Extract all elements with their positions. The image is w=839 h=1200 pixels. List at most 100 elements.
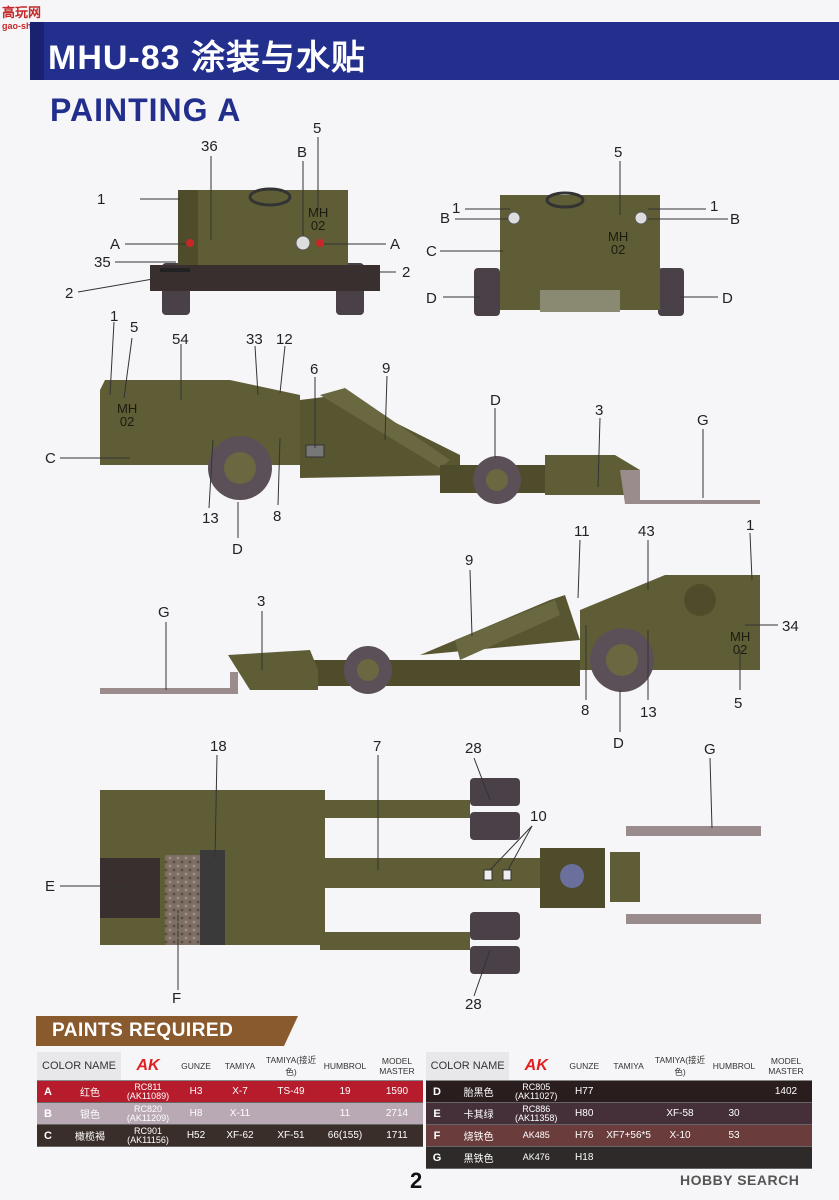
- callout-label: 43: [638, 523, 655, 540]
- paint-tamiya-near: XF-58: [652, 1102, 708, 1125]
- paint-tamiya: [605, 1146, 652, 1169]
- callout-label: G: [697, 412, 709, 429]
- col-tamiya: TAMIYA: [605, 1052, 652, 1081]
- callout-label: 1: [110, 308, 119, 325]
- paint-tamiya-near: [652, 1146, 708, 1169]
- callout-label: 5: [130, 319, 139, 336]
- callout-label: C: [45, 450, 56, 467]
- front-view: [440, 161, 728, 316]
- header-bar: [30, 22, 839, 80]
- paint-tamiya-near: TS-49: [263, 1080, 319, 1103]
- paint-table-right: COLOR NAME AK GUNZE TAMIYA TAMIYA(接近色) H…: [426, 1052, 812, 1169]
- callout-label: G: [158, 604, 170, 621]
- callout-label: F: [172, 990, 182, 1007]
- paint-name: 胎黑色: [448, 1080, 510, 1103]
- paint-key: E: [426, 1102, 448, 1125]
- paint-model-master: [760, 1124, 812, 1147]
- callout-label: B: [297, 144, 308, 161]
- callout-label: D: [722, 290, 733, 307]
- paint-key: D: [426, 1080, 448, 1103]
- callout-label: 13: [202, 510, 219, 527]
- paint-tamiya-near: X-10: [652, 1124, 708, 1147]
- paint-humbrol: 11: [319, 1102, 371, 1125]
- page-title: MHU-83 涂装与水贴: [48, 39, 367, 77]
- paints-required-heading: PAINTS REQUIRED: [52, 1020, 234, 1041]
- hobby-search-watermark: HOBBY SEARCH: [680, 1172, 800, 1188]
- callout-label: 33: [246, 331, 263, 348]
- paint-gunze: H3: [175, 1080, 217, 1103]
- col-tamiya: TAMIYA: [217, 1052, 263, 1081]
- paint-name: 红色: [59, 1080, 121, 1103]
- callout-label: D: [613, 735, 624, 752]
- paint-key: A: [37, 1080, 59, 1103]
- paint-model-master: [760, 1146, 812, 1169]
- callout-label: 8: [273, 508, 282, 525]
- paint-ak: AK476: [509, 1146, 564, 1169]
- paint-tamiya-near: [263, 1102, 319, 1125]
- paints-banner: [36, 1016, 298, 1046]
- callout-label: A: [390, 236, 401, 253]
- paint-gunze: H18: [563, 1146, 606, 1169]
- paint-tamiya: [605, 1080, 652, 1103]
- painting-section-title: PAINTING A: [50, 92, 242, 128]
- col-ak: AK: [509, 1052, 564, 1081]
- paint-gunze: H52: [175, 1124, 217, 1147]
- page-number: 2: [410, 1168, 423, 1193]
- callout-label: D: [232, 541, 243, 558]
- paint-table-header: COLOR NAME AK GUNZE TAMIYA TAMIYA(接近色) H…: [37, 1052, 423, 1081]
- callout-label: 12: [276, 331, 293, 348]
- paint-humbrol: 53: [708, 1124, 760, 1147]
- paint-humbrol: 66(155): [319, 1124, 371, 1147]
- callout-label: 13: [640, 704, 657, 721]
- paint-table-header: COLOR NAME AK GUNZE TAMIYA TAMIYA(接近色) H…: [426, 1052, 812, 1081]
- paint-gunze: H77: [563, 1080, 606, 1103]
- paint-name: 卡其绿: [448, 1102, 510, 1125]
- callout-label: 5: [614, 144, 623, 161]
- paint-tamiya-near: [652, 1080, 708, 1103]
- paint-name: 烧铁色: [448, 1124, 510, 1147]
- paint-tamiya: [605, 1102, 652, 1125]
- callout-label: 2: [402, 264, 411, 281]
- callout-label: B: [730, 211, 741, 228]
- callout-label: 9: [465, 552, 474, 569]
- col-gunze: GUNZE: [563, 1052, 606, 1081]
- callout-label: 28: [465, 740, 482, 757]
- callout-label: 1: [710, 198, 719, 215]
- callout-label: 35: [94, 254, 111, 271]
- callout-label: 1: [746, 517, 755, 534]
- callout-label: 11: [574, 523, 590, 540]
- paint-name: 橄榄褐: [59, 1124, 121, 1147]
- callout-label: 28: [465, 996, 482, 1013]
- paint-key: C: [37, 1124, 59, 1147]
- callout-label: 3: [257, 593, 266, 610]
- callout-label: 5: [734, 695, 743, 712]
- callout-label: B: [440, 210, 451, 227]
- col-tamiya-near: TAMIYA(接近色): [652, 1052, 708, 1081]
- paint-humbrol: 30: [708, 1102, 760, 1125]
- paint-ak: AK485: [509, 1124, 564, 1147]
- callout-label: 18: [210, 738, 227, 755]
- callout-label: 36: [201, 138, 218, 155]
- col-model-master: MODEL MASTER: [760, 1052, 812, 1081]
- left-side-view: [60, 321, 760, 538]
- paint-humbrol: 19: [319, 1080, 371, 1103]
- col-humbrol: HUMBROL: [319, 1052, 371, 1081]
- callout-label: D: [426, 290, 437, 307]
- callout-label: 8: [581, 702, 590, 719]
- paint-gunze: H80: [563, 1102, 606, 1125]
- col-color-name: COLOR NAME: [426, 1052, 510, 1081]
- paint-ak: RC886 (AK11358): [509, 1102, 564, 1125]
- right-side-view: [100, 532, 778, 732]
- paint-model-master: 1402: [760, 1080, 812, 1103]
- col-color-name: COLOR NAME: [37, 1052, 121, 1081]
- callout-label: 1: [97, 191, 106, 208]
- paint-key: F: [426, 1124, 448, 1147]
- paint-model-master: [760, 1102, 812, 1125]
